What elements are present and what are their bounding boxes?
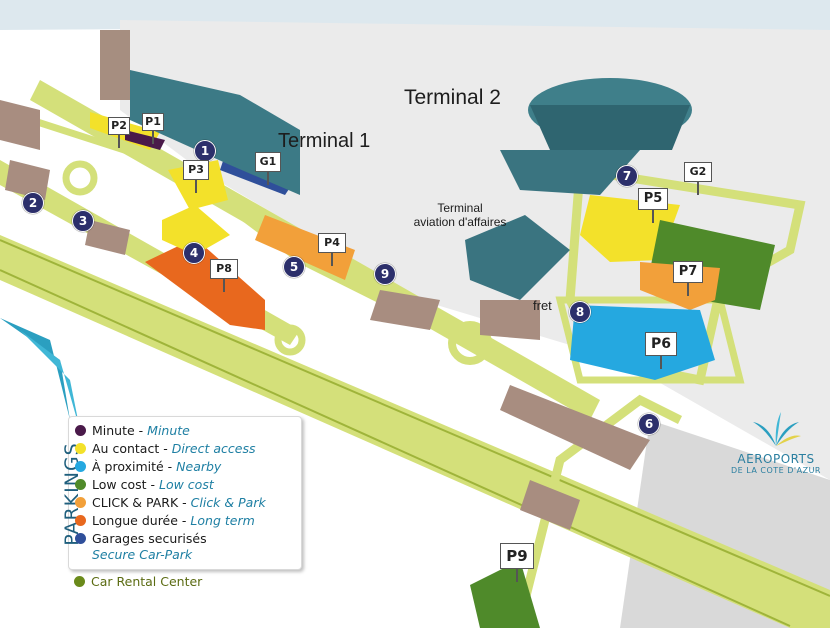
- legend-dot: [74, 576, 85, 587]
- legend-item-direct: Au contact - Direct access: [75, 441, 255, 456]
- legend-fr: Longue durée -: [92, 513, 191, 528]
- badge-1[interactable]: 1: [194, 140, 216, 162]
- legend-fr: Low cost -: [92, 477, 159, 492]
- sign-p8-text: P8: [216, 262, 232, 275]
- fret-label: fret: [533, 298, 552, 313]
- sign-pole: [118, 134, 120, 148]
- sign-p2-text: P2: [111, 119, 127, 132]
- legend-en: Long term: [190, 513, 255, 528]
- legend-fr: CLICK & PARK -: [92, 495, 191, 510]
- car-rental-legend: Car Rental Center: [74, 574, 202, 589]
- sign-pole: [652, 209, 654, 223]
- sign-pole: [331, 252, 333, 266]
- sign-g1[interactable]: G1: [255, 152, 281, 185]
- legend-fr: À proximité -: [92, 459, 177, 474]
- legend-en: Nearby: [176, 459, 222, 474]
- sign-g2-text: G2: [689, 165, 707, 178]
- sign-pole: [660, 355, 662, 369]
- logo-line1: AEROPORTS: [737, 452, 815, 466]
- sign-p9[interactable]: P9: [500, 543, 534, 582]
- legend-item-nearby: À proximité - Nearby: [75, 459, 221, 474]
- sign-p9-text: P9: [506, 547, 528, 565]
- badge-8[interactable]: 8: [569, 301, 591, 323]
- badge-5[interactable]: 5: [283, 256, 305, 278]
- legend-en: Minute: [147, 423, 190, 438]
- legend-en: Secure Car-Park: [92, 547, 193, 562]
- sign-pole: [687, 282, 689, 296]
- sign-pole: [516, 568, 518, 582]
- badge-3[interactable]: 3: [72, 210, 94, 232]
- terminal-1-label: Terminal 1: [278, 130, 371, 152]
- badge-2[interactable]: 2: [22, 192, 44, 214]
- badge-4[interactable]: 4: [183, 242, 205, 264]
- sign-g1-text: G1: [259, 155, 277, 168]
- sign-p3-text: P3: [188, 163, 204, 176]
- sign-p5[interactable]: P5: [638, 188, 668, 223]
- sign-pole: [152, 130, 154, 144]
- legend-item-lowcost: Low cost - Low cost: [75, 477, 214, 492]
- legend-item-clickpark: CLICK & PARK - Click & Park: [75, 495, 266, 510]
- sign-p4-text: P4: [324, 236, 340, 249]
- sign-p6[interactable]: P6: [645, 332, 677, 369]
- terminal-2-label: Terminal 2: [404, 86, 501, 109]
- sign-p1-text: P1: [145, 115, 161, 128]
- parkings-legend: PARKINGS Minute - Minute Au contact - Di…: [61, 416, 302, 570]
- aeroports-logo: AEROPORTS DE LA COTE D'AZUR: [728, 412, 824, 475]
- legend-dot: [75, 533, 86, 544]
- legend-dot: [75, 497, 86, 508]
- sign-p6-text: P6: [650, 336, 671, 352]
- legend-item-secure: Garages securisés: [75, 531, 207, 546]
- legend-dot: [75, 479, 86, 490]
- legend-item-longterm: Longue durée - Long term: [75, 513, 255, 528]
- sign-p7-text: P7: [678, 264, 698, 279]
- sign-p5-text: P5: [643, 191, 663, 206]
- badge-9[interactable]: 9: [374, 263, 396, 285]
- sign-p3[interactable]: P3: [183, 160, 209, 193]
- legend-fr: Garages securisés: [92, 531, 207, 546]
- legend-en: Low cost: [158, 477, 214, 492]
- legend-dot: [75, 515, 86, 526]
- sign-p4[interactable]: P4: [318, 233, 346, 266]
- legend-dot: [75, 461, 86, 472]
- legend-item-secure-en: Secure Car-Park: [92, 547, 192, 562]
- legend-en: Direct access: [171, 441, 256, 456]
- sign-p2[interactable]: P2: [108, 117, 130, 148]
- logo-line2: DE LA COTE D'AZUR: [730, 466, 821, 475]
- business-terminal-line1: Terminal: [437, 201, 483, 215]
- sign-p7[interactable]: P7: [673, 261, 703, 296]
- sign-pole: [267, 171, 269, 185]
- legend-fr: Au contact -: [92, 441, 172, 456]
- car-rental-label: Car Rental Center: [91, 574, 203, 589]
- badge-6[interactable]: 6: [638, 413, 660, 435]
- sign-p8[interactable]: P8: [210, 259, 238, 292]
- logo-icon: [753, 412, 801, 446]
- legend-fr: Minute -: [92, 423, 148, 438]
- sign-pole: [223, 278, 225, 292]
- legend-dot: [75, 443, 86, 454]
- badge-7[interactable]: 7: [616, 165, 638, 187]
- legend-item-minute: Minute - Minute: [75, 423, 190, 438]
- sign-pole: [195, 179, 197, 193]
- sign-g2[interactable]: G2: [684, 162, 712, 195]
- sign-pole: [697, 181, 699, 195]
- legend-dot: [75, 425, 86, 436]
- legend-en: Click & Park: [190, 495, 266, 510]
- business-terminal-line2: aviation d'affaires: [413, 215, 507, 229]
- sign-p1[interactable]: P1: [142, 113, 164, 144]
